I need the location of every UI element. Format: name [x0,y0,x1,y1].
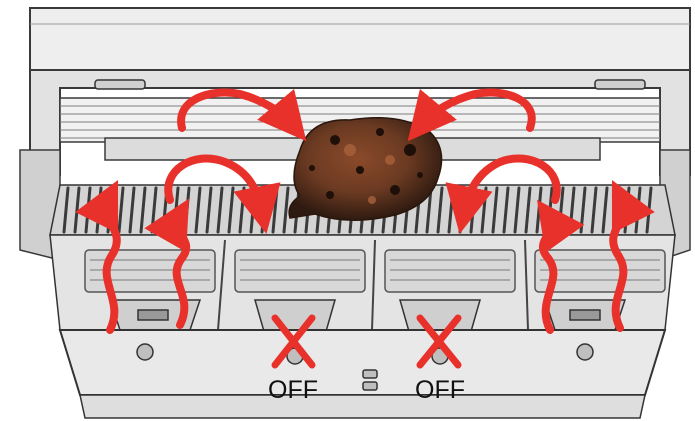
off-label-left: OFF [268,376,318,404]
roast-meat [289,118,441,221]
control-panel [60,330,665,418]
off-label-right: OFF [415,376,465,404]
